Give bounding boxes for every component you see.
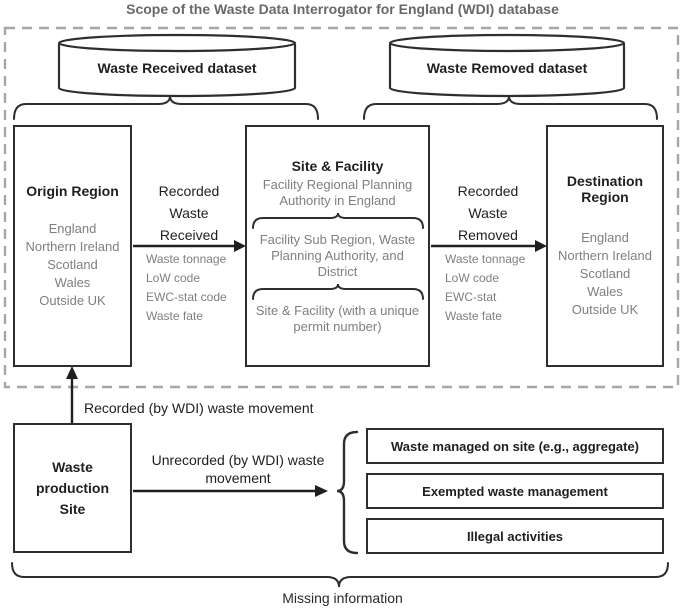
removed-dataset-brace	[363, 95, 658, 120]
destination-region-list: England Northern Ireland Scotland Wales …	[558, 229, 652, 319]
missing-box-managed-on-site: Waste managed on site (e.g., aggregate)	[366, 428, 664, 464]
unrecorded-movement-arrow	[133, 485, 328, 497]
flow-attribute: Waste tonnage	[146, 252, 227, 266]
flow-attribute: LoW code	[146, 271, 201, 285]
origin-item: England	[48, 220, 97, 236]
origin-item: Wales	[54, 274, 91, 290]
flow-attribute: Waste fate	[445, 309, 502, 323]
missing-information-label: Missing information	[282, 590, 403, 606]
site-facility-heading: Site & Facility	[291, 157, 384, 174]
missing-box-exempted: Exempted waste management	[366, 473, 664, 509]
wdi-scope-dashed-border	[3, 26, 680, 389]
waste-received-dataset-label: Waste Received dataset	[97, 60, 257, 76]
recorded-waste-removed-attributes: Waste tonnage LoW code EWC-stat Waste fa…	[445, 250, 525, 326]
site-facility-box: Site & Facility Facility Regional Planni…	[245, 125, 430, 367]
origin-item: Northern Ireland	[25, 238, 120, 254]
database-cylinder-removed-icon	[388, 33, 626, 98]
waste-production-site-box: Waste production Site	[13, 423, 132, 553]
origin-item: Outside UK	[39, 292, 106, 308]
site-facility-level3: Site & Facility (with a unique permit nu…	[255, 302, 420, 334]
recorded-waste-received-arrow	[133, 240, 246, 252]
site-facility-level2: Facility Sub Region, Waste Planning Auth…	[259, 231, 416, 279]
recorded-movement-arrow	[66, 366, 78, 423]
diagram-title: Scope of the Waste Data Interrogator for…	[126, 1, 559, 17]
destination-item: England	[581, 230, 629, 245]
destination-region-heading: Destination Region	[566, 173, 644, 205]
site-facility-inner-brace	[251, 212, 424, 229]
flow-attribute: EWC-stat	[445, 290, 497, 304]
recorded-waste-removed-label: Recorded Waste Removed	[457, 183, 519, 243]
recorded-movement-label: Recorded (by WDI) waste movement	[84, 400, 314, 416]
missing-group-brace	[336, 430, 359, 555]
waste-removed-dataset-label: Waste Removed dataset	[426, 60, 588, 76]
origin-item: Scotland	[47, 256, 98, 272]
destination-item: Wales	[587, 284, 623, 299]
missing-box-illegal: Illegal activities	[366, 518, 664, 554]
site-facility-inner-brace	[251, 283, 424, 300]
flow-attribute: EWC-stat code	[146, 290, 227, 304]
destination-item: Outside UK	[571, 302, 639, 317]
unrecorded-movement-label: Unrecorded (by WDI) waste movement	[151, 452, 325, 486]
origin-region-heading: Origin Region	[26, 182, 119, 199]
missing-information-brace	[11, 562, 669, 588]
site-facility-level1: Facility Regional Planning Authority in …	[262, 176, 413, 208]
waste-production-site-label: Waste production Site	[35, 458, 110, 517]
recorded-waste-received-attributes: Waste tonnage LoW code EWC-stat code Was…	[146, 250, 227, 326]
recorded-waste-received-label: Recorded Waste Received	[158, 183, 220, 243]
origin-region-box: Origin Region England Northern Ireland S…	[13, 125, 132, 367]
flow-attribute: Waste tonnage	[445, 252, 526, 266]
destination-item: Scotland	[579, 266, 631, 281]
destination-region-box: Destination Region England Northern Irel…	[546, 125, 664, 367]
flow-attribute: Waste fate	[146, 309, 203, 323]
received-dataset-brace	[13, 95, 319, 120]
destination-item: Northern Ireland	[558, 248, 652, 263]
recorded-waste-removed-arrow	[431, 240, 547, 252]
flow-attribute: LoW code	[445, 271, 500, 285]
database-cylinder-received-icon	[57, 33, 297, 98]
origin-region-list: England Northern Ireland Scotland Wales …	[26, 220, 120, 310]
